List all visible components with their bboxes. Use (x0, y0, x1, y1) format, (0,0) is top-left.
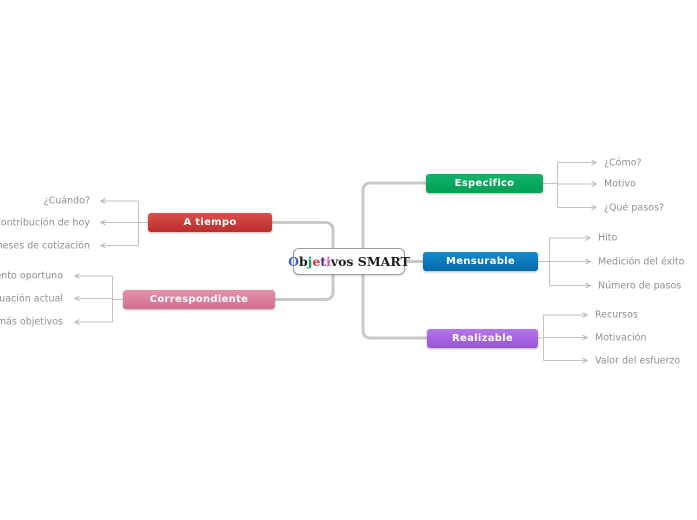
subtopic-cuando[interactable]: ¿Cuándo? (43, 195, 90, 207)
central-topic-letter: vos (330, 254, 354, 269)
subtopic-valor-esfuerzo[interactable]: Valor del esfuerzo (595, 355, 681, 366)
central-topic-letter: e (312, 254, 321, 269)
central-topic[interactable]: O b j e t i vos SMART (288, 248, 410, 275)
subtopic-recursos[interactable]: Recursos (595, 309, 638, 321)
central-topic-letter: O (288, 254, 300, 269)
central-topic-letter: i (326, 254, 331, 269)
subtopic-numero-pasos[interactable]: Número de pasos (598, 280, 682, 291)
subtopic-medicion-exito[interactable]: Medición del éxito (598, 256, 685, 267)
branch-topic-mensurable[interactable]: Mensurable (423, 252, 538, 271)
leaf-connectors (73, 159, 598, 364)
subtopic-que-pasos[interactable]: ¿Qué pasos? (604, 202, 665, 213)
central-topic-letter: j (307, 254, 313, 269)
subtopic-motivo[interactable]: Motivo (604, 178, 636, 190)
branch-topic-a-tiempo[interactable]: A tiempo (148, 213, 272, 232)
subtopic-momento-oportuno[interactable]: ento oportuno (0, 270, 63, 282)
subtopic-contribucion-hoy[interactable]: Contribución de hoy (0, 217, 90, 228)
central-topic-letter: b (299, 254, 308, 269)
subtopic-como[interactable]: ¿Cómo? (604, 157, 642, 168)
branch-topic-especifico[interactable]: Especifico (426, 173, 543, 193)
central-topic-letter: t (320, 254, 327, 269)
subtopic-demas-objetivos[interactable]: más objetivos (0, 316, 63, 328)
subtopic-situacion-actual[interactable]: uación actual (0, 293, 63, 304)
subtopic-motivacion[interactable]: Motivación (595, 332, 647, 343)
branch-topic-correspondiente[interactable]: Correspondiente (123, 290, 275, 309)
central-topic-letter: SMART (353, 254, 410, 269)
branch-topic-realizable[interactable]: Realizable (427, 328, 538, 348)
subtopic-meses-cotizacion[interactable]: meses de cotización (0, 240, 90, 251)
subtopic-hito[interactable]: Hito (598, 232, 618, 244)
